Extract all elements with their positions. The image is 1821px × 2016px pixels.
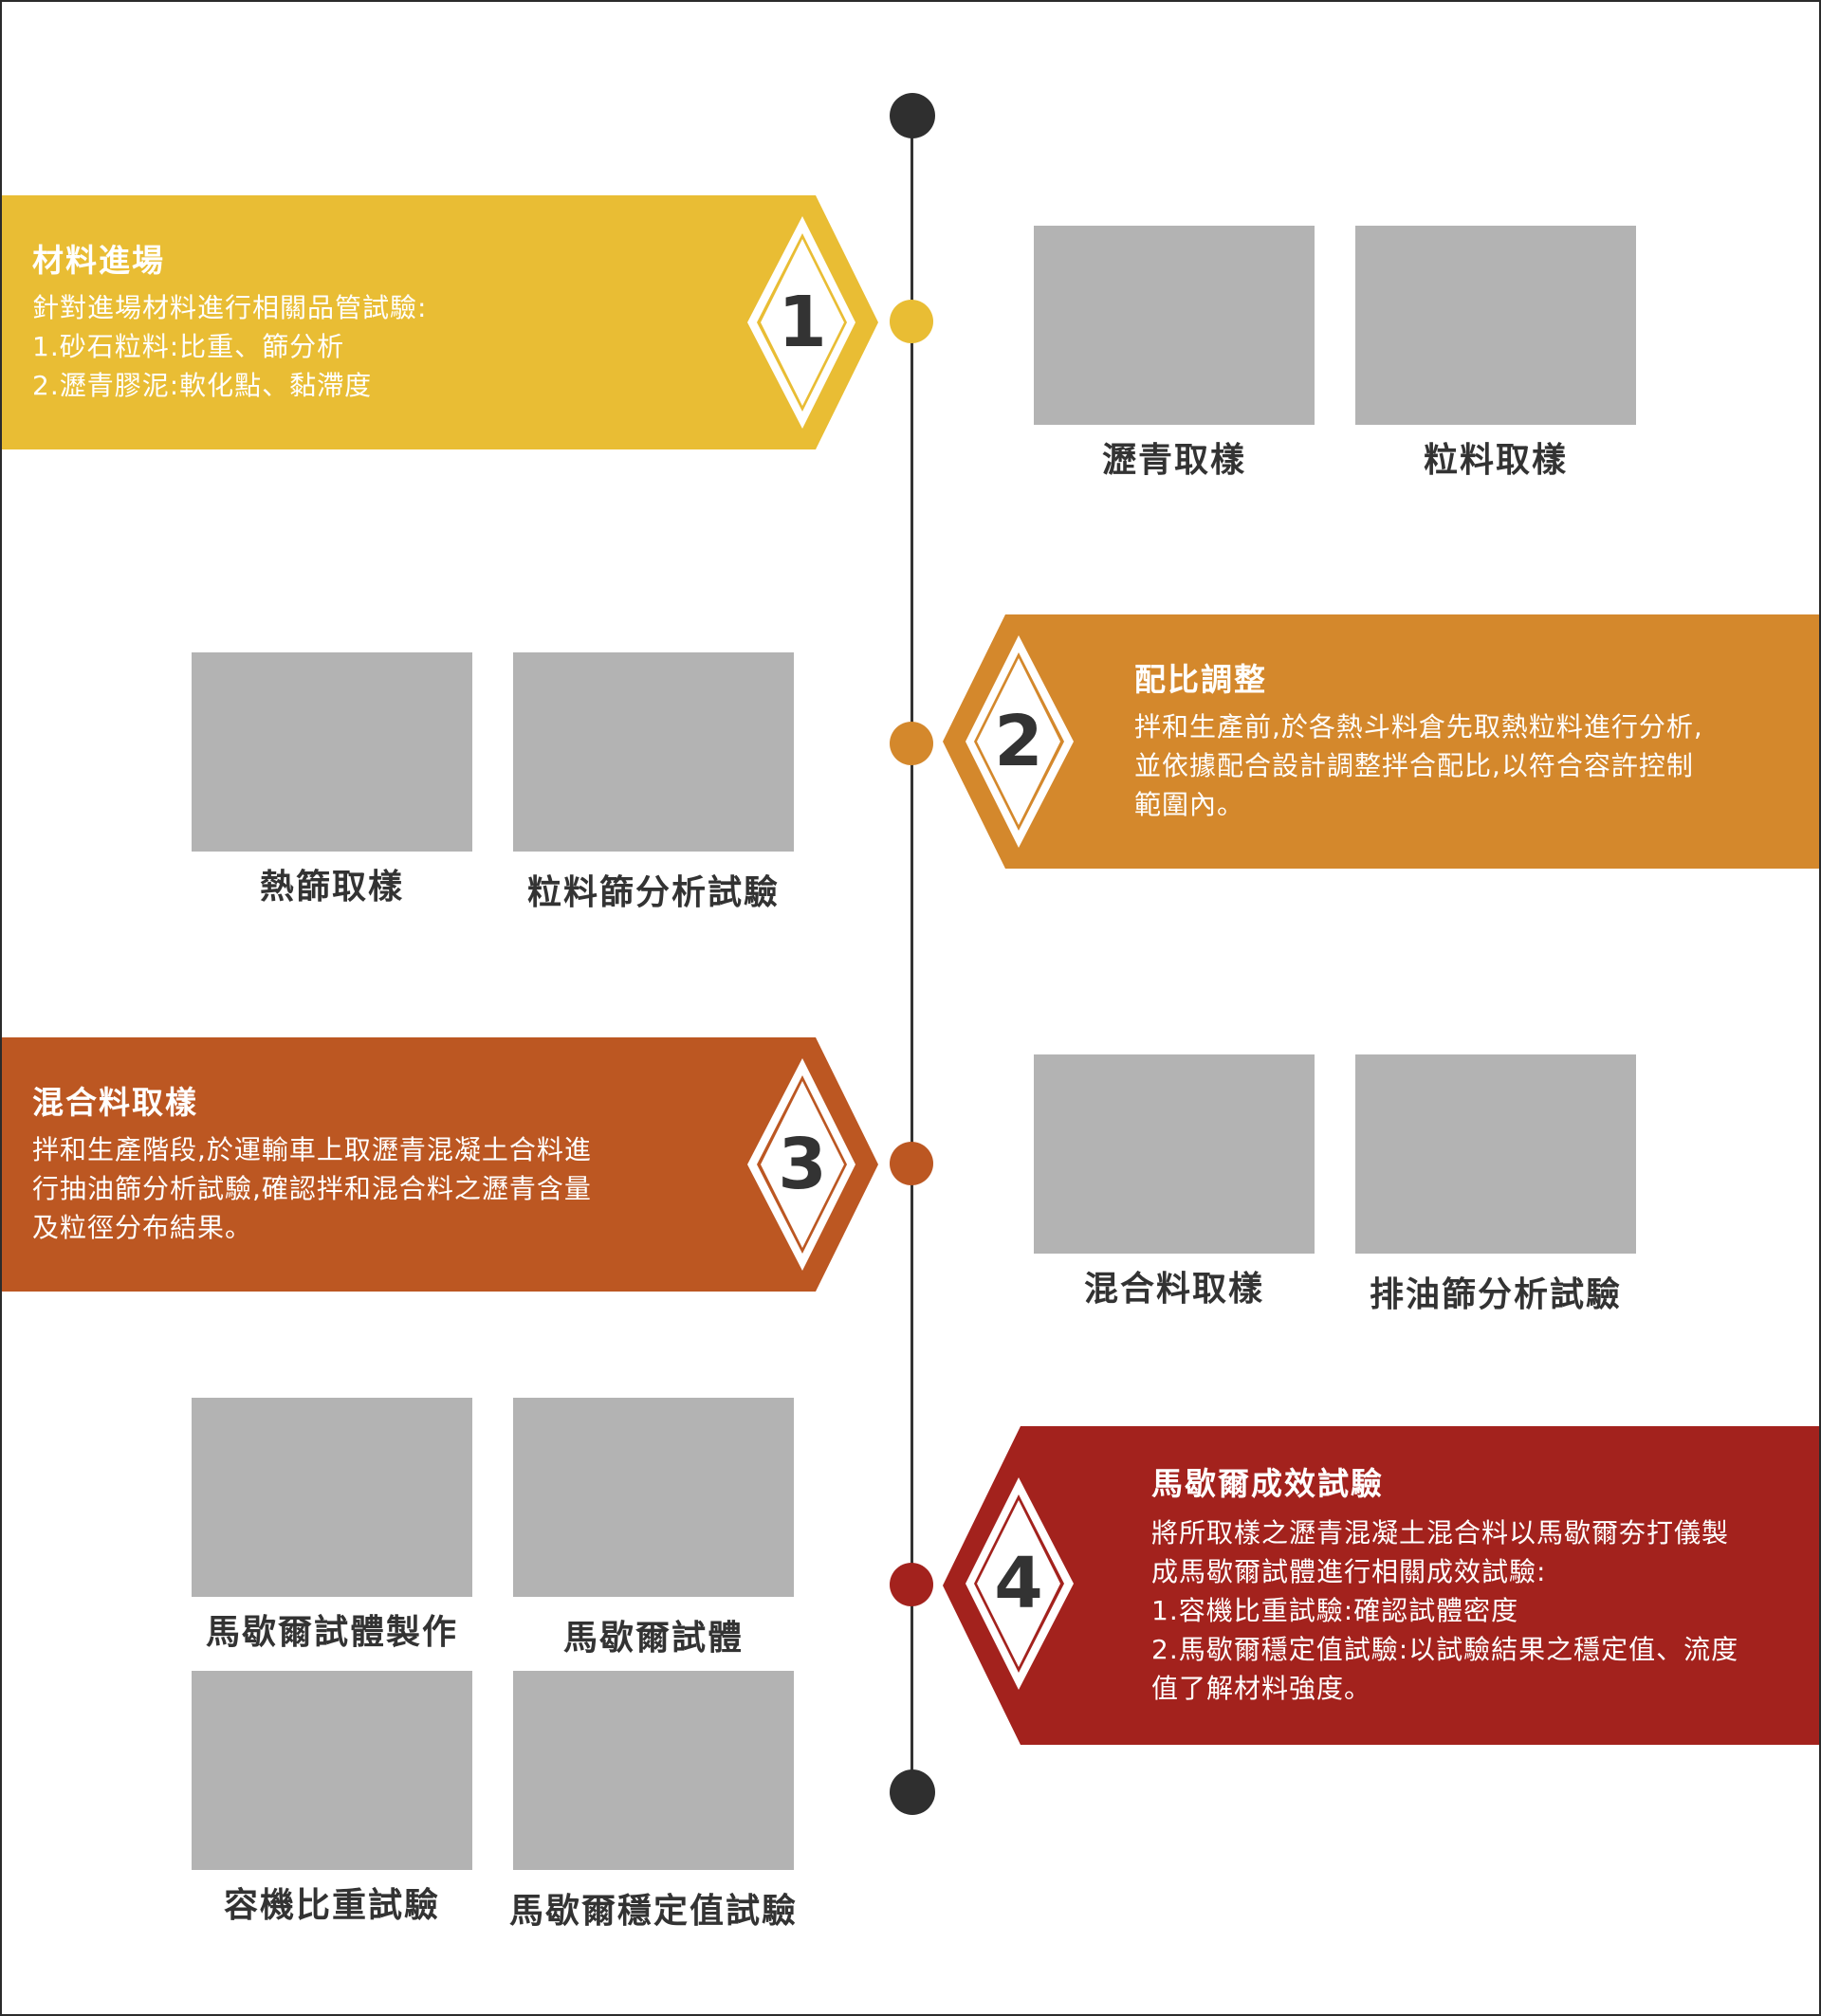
step-3-banner-shape	[2, 1037, 878, 1292]
step-3-description: 拌和生產階段,於運輸車上取瀝青混凝土合料進 行抽油篩分析試驗,確認拌和混合料之瀝…	[32, 1130, 592, 1247]
timeline-line	[910, 116, 913, 1794]
step-3-number: 3	[778, 1124, 827, 1205]
photo-placeholder	[513, 1671, 794, 1870]
photo-placeholder	[1034, 1054, 1315, 1254]
step-1-dot	[890, 300, 933, 343]
step-3-line: 拌和生產階段,於運輸車上取瀝青混凝土合料進	[32, 1134, 592, 1165]
step-4-title: 馬歇爾成效試驗	[1151, 1465, 1384, 1502]
step-2-banner: 配比調整 拌和生產前,於各熱斗料倉先取熱粒料進行分析, 並依據配合設計調整拌合配…	[943, 614, 1819, 869]
photo-caption: 排油篩分析試驗	[1369, 1275, 1622, 1314]
photo-placeholder	[192, 652, 472, 852]
step-1-description: 針對進場材料進行相關品管試驗: 1.砂石粒料:比重、篩分析 2.瀝青膠泥:軟化點…	[32, 288, 427, 405]
photo-caption: 馬歇爾試體製作	[205, 1613, 458, 1652]
photo-placeholder	[1355, 1054, 1636, 1254]
step-4-banner: 馬歇爾成效試驗 將所取樣之瀝青混凝土混合料以馬歇爾夯打儀製 成馬歇爾試體進行相關…	[943, 1426, 1819, 1745]
step-1-banner-shape	[2, 195, 878, 449]
photo-caption: 馬歇爾穩定值試驗	[508, 1892, 798, 1931]
step-4-line: 將所取樣之瀝青混凝土混合料以馬歇爾夯打儀製	[1151, 1517, 1730, 1549]
step-4-line: 值了解材料強度。	[1151, 1673, 1372, 1704]
step-2-description: 拌和生產前,於各熱斗料倉先取熱粒料進行分析, 並依據配合設計調整拌合配比,以符合…	[1134, 707, 1703, 824]
photo-caption: 熱篩取樣	[259, 868, 404, 907]
step-1-title: 材料進場	[32, 242, 165, 279]
step-1-line: 1.砂石粒料:比重、篩分析	[32, 331, 345, 362]
photo-placeholder	[192, 1671, 472, 1870]
step-3-banner: 混合料取樣 拌和生產階段,於運輸車上取瀝青混凝土合料進 行抽油篩分析試驗,確認拌…	[2, 1037, 878, 1292]
step-3-dot	[890, 1142, 933, 1185]
step-4-line: 2.馬歇爾穩定值試驗:以試驗結果之穩定值、流度	[1151, 1634, 1739, 1665]
photo-caption: 混合料取樣	[1083, 1270, 1264, 1309]
step-2-line: 並依據配合設計調整拌合配比,以符合容許控制	[1134, 750, 1694, 781]
step-2-line: 拌和生產前,於各熱斗料倉先取熱粒料進行分析,	[1134, 711, 1703, 742]
step-1-line: 2.瀝青膠泥:軟化點、黏滯度	[32, 370, 373, 401]
step-4-line: 成馬歇爾試體進行相關成效試驗:	[1151, 1556, 1547, 1587]
step-4-dot	[890, 1563, 933, 1606]
photo-placeholder	[1034, 226, 1315, 425]
photo-placeholder	[513, 652, 794, 852]
step-2-title: 配比調整	[1134, 661, 1267, 698]
step-3-line: 及粒徑分布結果。	[32, 1212, 253, 1243]
photo-placeholder	[192, 1398, 472, 1597]
step-2-banner-shape	[943, 614, 1819, 869]
step-2-number: 2	[994, 701, 1043, 782]
step-4-line: 1.容機比重試驗:確認試體密度	[1151, 1595, 1519, 1626]
step-4-banner-shape	[943, 1426, 1819, 1745]
photo-caption: 瀝青取樣	[1101, 441, 1246, 480]
timeline-end-dot	[890, 1769, 935, 1815]
step-3-title: 混合料取樣	[32, 1084, 198, 1121]
step-1-banner: 材料進場 針對進場材料進行相關品管試驗: 1.砂石粒料:比重、篩分析 2.瀝青膠…	[2, 195, 878, 449]
photo-placeholder	[513, 1398, 794, 1597]
photo-caption: 容機比重試驗	[223, 1886, 440, 1925]
timeline-start-dot	[890, 93, 935, 138]
photo-caption: 粒料取樣	[1423, 441, 1568, 480]
step-3-line: 行抽油篩分析試驗,確認拌和混合料之瀝青含量	[32, 1173, 592, 1204]
step-4-description: 將所取樣之瀝青混凝土混合料以馬歇爾夯打儀製 成馬歇爾試體進行相關成效試驗: 1.…	[1151, 1513, 1738, 1708]
photo-caption: 粒料篩分析試驗	[526, 873, 780, 912]
step-4-number: 4	[994, 1543, 1043, 1624]
step-1-line: 針對進場材料進行相關品管試驗:	[32, 292, 428, 323]
photo-placeholder	[1355, 226, 1636, 425]
photo-caption: 馬歇爾試體	[562, 1619, 744, 1658]
step-1-number: 1	[778, 282, 827, 363]
step-2-dot	[890, 722, 933, 765]
step-2-line: 範圍內。	[1134, 789, 1245, 820]
